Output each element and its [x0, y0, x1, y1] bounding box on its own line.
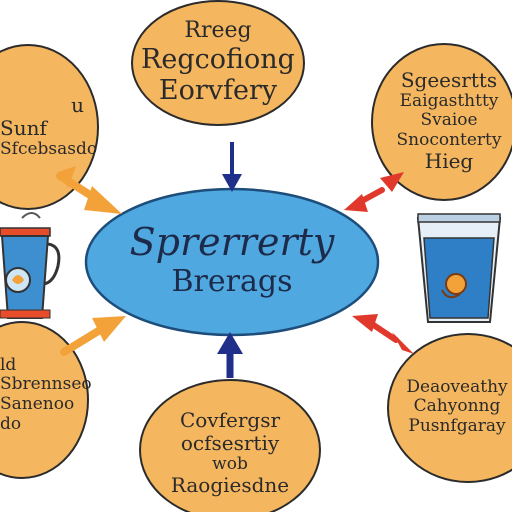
bubble-left-bottom-shape — [0, 321, 89, 479]
bubble-left-top-label: u Sunf Sfcebsasdo — [0, 82, 97, 172]
bubble-right-bottom-line3: Pusnfgaray — [408, 415, 506, 436]
bubble-right-bottom-shape — [387, 333, 512, 483]
bubble-bottom-line1: Covfergsr — [179, 407, 281, 432]
bubble-left-bottom-line3: Sanenoo — [0, 394, 75, 414]
bubble-right-top-line2: Eaigasthtty — [399, 90, 499, 111]
bubble-left-bottom-line4: do — [0, 413, 22, 434]
center-label-line1: Sprerrerty — [129, 219, 335, 264]
bubble-left-bottom-label: ld Sbrennseo Sanenoo do — [0, 340, 92, 450]
bubble-top-label: Rreeg Regcofiong Eorvfery — [140, 6, 296, 118]
bubble-bottom-label: Covfergsr ocfsesrtiy wob Raogiesdne — [148, 396, 312, 510]
mug-icon — [0, 212, 61, 319]
glass-icon — [416, 213, 502, 323]
bubble-right-top-line5: Hieg — [424, 149, 474, 174]
bubble-left-top-line2: Sunf — [0, 116, 47, 141]
bubble-top-line3: Eorvfery — [158, 74, 278, 106]
arrow-right-top — [344, 172, 404, 212]
bubble-top-line1: Rreeg — [184, 18, 252, 44]
bubble-left-top-line1: u — [71, 93, 84, 118]
bubble-right-top-line4: Snoconterty — [396, 129, 502, 150]
bubble-bottom-line2: ocfsesrtiy — [180, 430, 280, 455]
bubble-left-bottom-line1: ld — [0, 354, 17, 375]
bubble-right-top-line3: Svaioe — [420, 110, 478, 131]
arrow-right-bottom — [352, 314, 414, 354]
bubble-right-top-label: Sgeesrtts Eaigasthtty Svaioe Snoconterty… — [392, 46, 506, 196]
bubble-right-top-line1: Sgeesrtts — [400, 67, 498, 92]
center-label: Sprerrerty Brerags — [100, 212, 364, 308]
bubble-right-top-shape — [371, 43, 512, 201]
bubble-left-bottom-line2: Sbrennseo — [0, 374, 92, 395]
bubble-top-shape — [131, 0, 305, 126]
bubble-top-line2: Regcofiong — [141, 43, 295, 75]
bubble-right-bottom-line2: Cahyonng — [413, 396, 501, 417]
bubble-bottom-shape — [139, 379, 321, 512]
bubble-left-top-line3: Sfcebsasdo — [0, 139, 98, 160]
center-label-line2: Brerags — [171, 263, 293, 299]
bubble-right-bottom-label: Deaoveathy Cahyonng Pusnfgaray — [402, 362, 512, 452]
arrow-left-top — [56, 166, 122, 214]
bubble-bottom-line3: wob — [212, 453, 248, 474]
arrow-top — [222, 142, 242, 192]
arrow-bottom — [217, 332, 243, 378]
bubble-right-bottom-line1: Deaoveathy — [406, 376, 508, 397]
arrow-left-bottom — [60, 316, 126, 356]
bubble-bottom-line4: Raogiesdne — [170, 473, 290, 498]
